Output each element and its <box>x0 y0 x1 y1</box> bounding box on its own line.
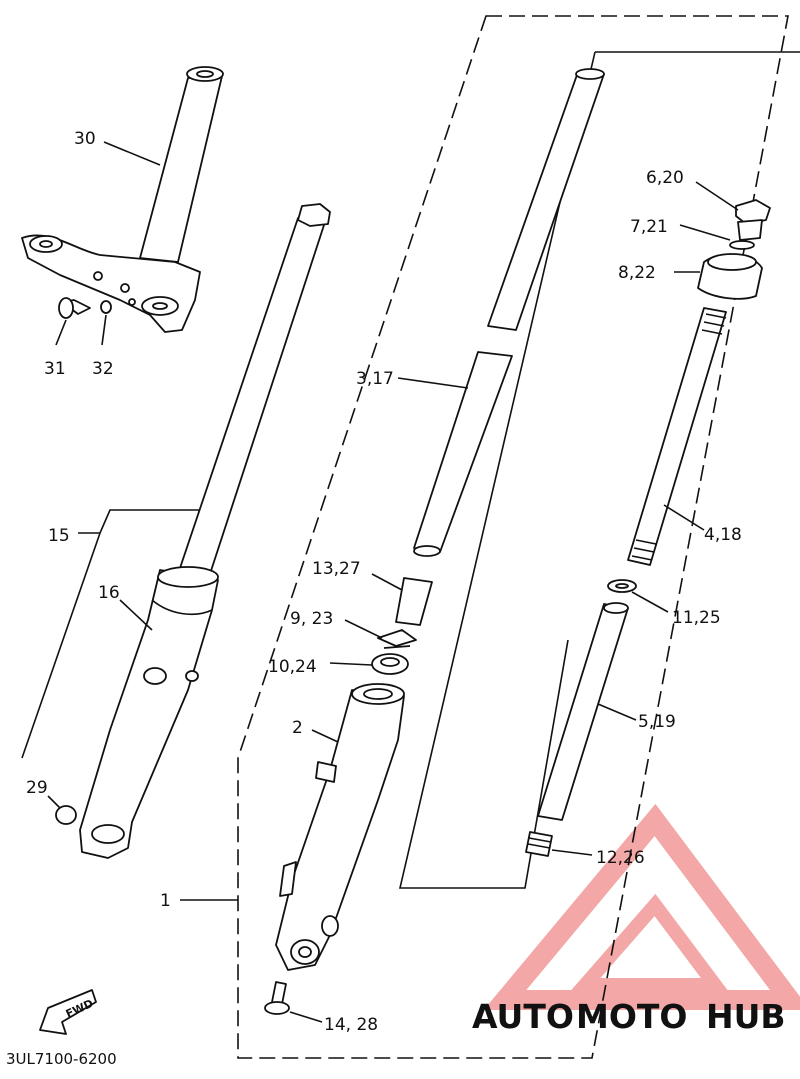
label-32: 32 <box>92 359 114 379</box>
fwd-arrow-icon <box>39 989 97 1035</box>
label-1: 1 <box>160 891 171 911</box>
fork-spring <box>627 307 727 566</box>
label-12-26: 12,26 <box>596 848 645 868</box>
assembly-dash-outline <box>237 15 789 1059</box>
label-8-22: 8,22 <box>618 263 656 283</box>
damper-rod <box>537 602 629 821</box>
collar-13 <box>395 577 433 626</box>
o-ring-7 <box>729 240 755 250</box>
watermark-moto: MOTO <box>576 997 687 1036</box>
label-11-25: 11,25 <box>672 608 721 628</box>
watermark-text: AUTO MOTO HUB <box>472 997 786 1036</box>
left-fork-assembly <box>79 203 331 859</box>
watermark-hub: HUB <box>706 997 786 1036</box>
label-10-24: 10,24 <box>268 657 317 677</box>
label-29: 29 <box>26 778 48 798</box>
label-30: 30 <box>74 129 96 149</box>
label-16: 16 <box>98 583 120 603</box>
watermark-logo <box>483 803 800 1010</box>
part-labels: 30 31 32 15 16 29 1 2 3,17 13,27 9, 23 1… <box>26 129 742 1035</box>
seal-10 <box>371 653 409 675</box>
label-14-28: 14, 28 <box>324 1015 378 1035</box>
clip-9 <box>377 629 417 649</box>
steering-stem <box>21 66 224 333</box>
outer-fork-tube <box>275 683 405 971</box>
spacer-cap-8 <box>697 253 763 300</box>
label-7-21: 7,21 <box>630 217 668 237</box>
bolt-14 <box>264 981 290 1015</box>
inner-parts-outline <box>398 51 800 889</box>
label-13-27: 13,27 <box>312 559 361 579</box>
label-4-18: 4,18 <box>704 525 742 545</box>
label-2: 2 <box>292 718 303 738</box>
label-3-17: 3,17 <box>356 369 394 389</box>
label-9-23: 9, 23 <box>290 609 333 629</box>
watermark-auto: AUTO <box>472 997 574 1036</box>
washer-29 <box>55 805 77 825</box>
rebound-spring <box>525 831 553 857</box>
label-31: 31 <box>44 359 66 379</box>
bolt-31 <box>58 297 91 319</box>
ring-11 <box>607 579 637 593</box>
label-6-20: 6,20 <box>646 168 684 188</box>
label-5-19: 5,19 <box>638 712 676 732</box>
cap-bolt-6 <box>735 199 771 241</box>
label-15: 15 <box>48 526 70 546</box>
washer-32 <box>100 298 136 314</box>
leader-lines <box>21 141 739 1023</box>
inner-fork-tube <box>413 68 605 557</box>
diagram-code: 3UL7100-6200 <box>6 1050 117 1068</box>
